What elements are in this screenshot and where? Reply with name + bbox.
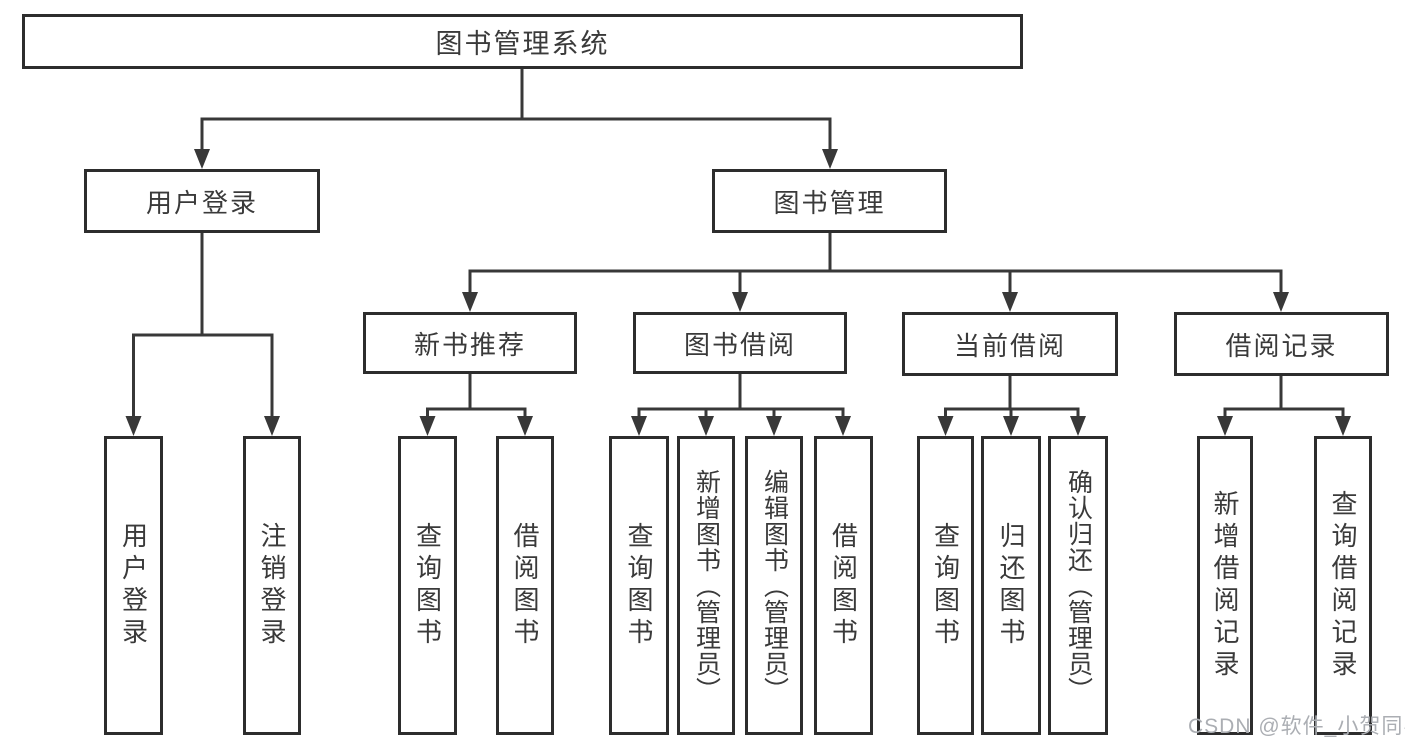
arrowhead [1070,416,1086,436]
arrowhead [1002,292,1018,312]
arrowhead [462,292,478,312]
arrowhead [698,416,714,436]
arrowhead [1273,292,1289,312]
node-label: 借阅图书 [510,521,540,650]
leaf-borrow-books: 借阅图书 [814,436,873,735]
arrowhead [517,416,533,436]
node-label: 图书管理系统 [435,29,610,59]
node-new-book-recommend: 新书推荐 [363,312,577,374]
arrowhead [1217,416,1233,436]
arrowhead [937,416,954,436]
node-label: 新书推荐 [413,329,526,360]
node-book-borrow: 图书借阅 [633,312,847,374]
leaf-query-books-borrow: 查询图书 [609,436,669,735]
arrowhead [822,149,838,169]
node-label: 查询图书 [412,521,443,650]
arrowhead [1003,416,1019,436]
arrowhead [419,416,436,436]
arrowhead [125,416,142,436]
leaf-add-borrow-record: 新增借阅记录 [1197,436,1253,735]
edge-level3-branch [468,269,1283,292]
node-current-borrow: 当前借阅 [902,312,1118,376]
arrowhead [194,149,210,169]
leaf-query-books-current: 查询图书 [917,436,974,735]
node-user-login: 用户登录 [84,169,320,233]
node-label: 新增借阅记录 [1210,489,1240,682]
node-label: 用户登录 [118,521,149,650]
node-label: 图书借阅 [683,329,796,360]
edge-level2-branch [200,117,832,149]
node-label: 借阅记录 [1225,330,1338,361]
node-label: 归还图书 [996,521,1026,650]
leaf-add-books-admin: 新增图书（管理员） [677,436,735,735]
node-label: 查询图书 [930,521,961,650]
leaf-logout: 注销登录 [243,436,301,735]
node-label: 编辑图书（管理员） [760,468,789,703]
node-borrow-records: 借阅记录 [1174,312,1389,376]
node-label: 图书管理 [773,187,886,218]
arrowhead [732,292,748,312]
edge-user-login-branch [132,333,274,416]
node-library-system: 图书管理系统 [22,14,1023,69]
leaf-query-borrow-record: 查询借阅记录 [1314,436,1372,735]
watermark: CSDN @软件_小贺同学 [1188,715,1405,738]
node-label: 用户登录 [145,187,258,218]
node-book-management: 图书管理 [712,169,947,233]
leaf-confirm-return-admin: 确认归还（管理员） [1048,436,1108,735]
leaf-query-books-recommend: 查询图书 [398,436,457,735]
leaf-edit-books-admin: 编辑图书（管理员） [745,436,803,735]
node-label: 查询图书 [624,521,654,650]
arrowhead [766,416,782,436]
leaf-user-login: 用户登录 [104,436,163,735]
node-label: 查询借阅记录 [1328,489,1358,682]
node-label: 注销登录 [257,521,287,650]
node-label: 新增图书（管理员） [692,468,721,703]
leaf-borrow-books-recommend: 借阅图书 [496,436,554,735]
node-label: 借阅图书 [828,521,859,650]
arrowhead [631,416,647,436]
node-label: 确认归还（管理员） [1064,468,1093,703]
arrowhead [835,416,851,436]
arrowhead [1335,416,1351,436]
leaf-return-books: 归还图书 [981,436,1041,735]
arrowhead [264,416,280,436]
node-label: 当前借阅 [953,330,1066,361]
